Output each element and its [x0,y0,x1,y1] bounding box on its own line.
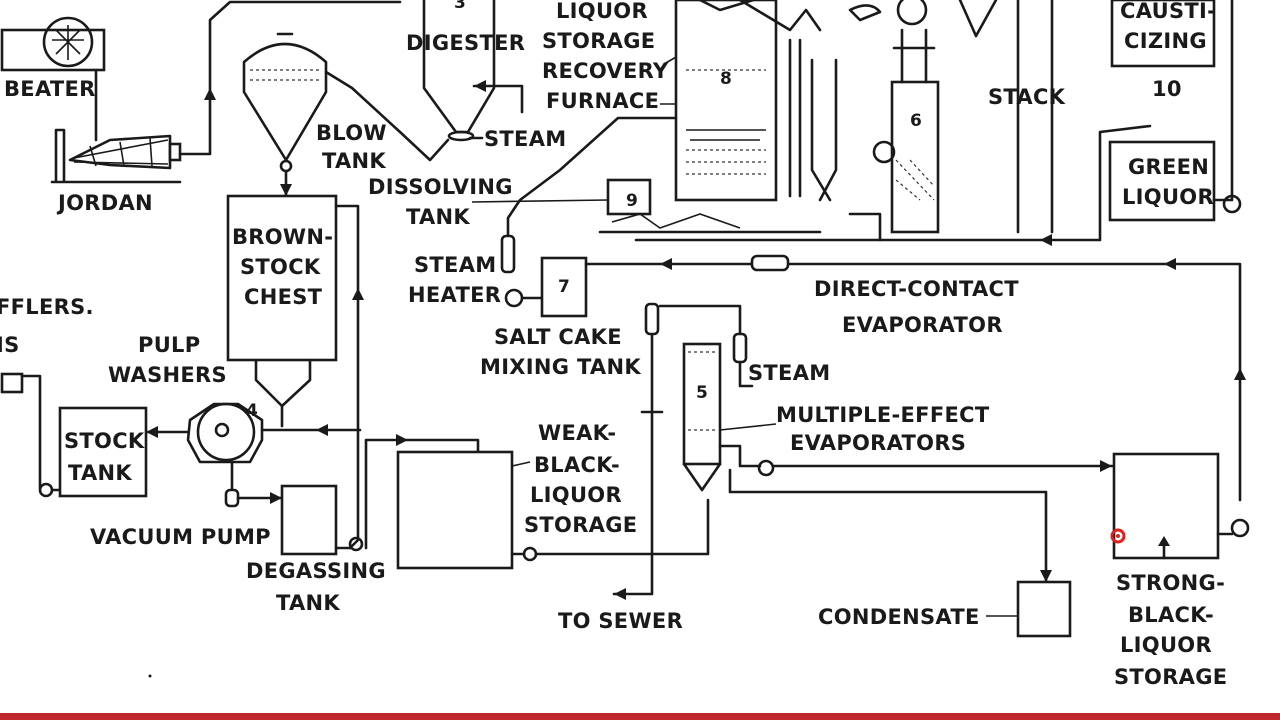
beater-label: BEATER [4,77,96,101]
pipe-to-sewer [612,328,654,596]
pipe-furnace-heater [506,116,678,238]
recovery-furnace-label-1: RECOVERY [542,59,669,83]
weak-black-liquor-storage [396,450,514,570]
green-liquor-label-1: GREEN [1128,155,1209,179]
pointer-marker [1110,528,1126,544]
salt-cake-label-2: MIXING TANK [480,355,641,379]
number-5: 5 [696,383,708,403]
steam-heater: STEAM HEATER [408,234,524,308]
digester-label: DIGESTER [406,31,525,55]
strong-liquor-label-3: LIQUOR [1120,633,1212,657]
direct-contact-label-2: EVAPORATOR [842,313,1003,337]
steam-digester-label: STEAM [484,127,566,151]
pipe-to-weak-storage [364,438,480,550]
pipe-to-condensate [728,468,1048,584]
evaporator-5-body [682,342,722,466]
direct-contact-evaporator: 6 [872,28,940,234]
pulp-washers-label-2: WASHERS [108,363,227,387]
number-6: 6 [910,111,922,131]
causticizing-number: 10 [1152,77,1182,101]
strong-liquor-label-2: BLACK- [1128,603,1214,627]
stock-tank-label-1: STOCK [64,429,145,453]
steam-heater-label-2: HEATER [408,283,501,307]
dissolving-tank-label-1: DISSOLVING [368,175,513,199]
brown-stock-label-1: BROWN- [232,225,333,249]
strong-liquor-label-4: STORAGE [1114,665,1227,689]
beater-body [0,28,106,72]
pipe-chest-washer [254,358,312,408]
strong-liquor-label-1: STRONG- [1116,571,1225,595]
salt-cake-label-1: SALT CAKE [494,325,622,349]
steam-heater-label-1: STEAM [414,253,496,277]
blow-tank: BLOW TANK [242,32,387,173]
direct-contact-label-1: DIRECT-CONTACT [814,277,1019,301]
recovery-furnace-label-2: FURNACE [546,89,659,113]
blow-tank-label-1: BLOW [316,121,387,145]
causticizing-label-2: CIZING [1124,29,1207,53]
brown-stock-label-3: CHEST [244,285,323,309]
pipe-strong-liquor-return [584,262,1242,502]
green-liquor-box [1108,140,1216,222]
weak-liquor-label-1: WEAK- [538,421,616,445]
number-3: 3 [454,0,466,13]
dissolving-tank-unit: 9 [598,178,822,234]
brown-stock-label-2: STOCK [240,255,321,279]
pulp-washers-label-1: PULP [138,333,200,357]
liquor-storage-label-2: STORAGE [542,29,655,53]
pipe-weak-evaporator [510,498,710,556]
stock-tank-label-2: TANK [68,461,132,485]
jordan-label: JORDAN [56,191,153,215]
beater-roll [42,16,94,68]
multiple-effect-evaporator: 5 [658,304,748,492]
bottom-red-bar [0,713,1280,720]
pipe-digester-blowtank [324,70,450,162]
weak-liquor-label-4: STORAGE [524,513,637,537]
stack [1016,0,1054,234]
fflers-label: FFLERS. [0,295,94,319]
number-7: 7 [558,277,570,297]
condensate-label: CONDENSATE [818,605,980,629]
number-9: 9 [626,191,638,211]
weak-liquor-label-3: LIQUOR [530,483,622,507]
brown-stock-chest [226,194,338,362]
digester: 3 DIGESTER [406,0,525,142]
is-label: IS [0,333,20,357]
pipe-jordan-digester [178,0,402,156]
beater-unit: BEATER [0,16,106,101]
causticizing-label-1: CAUSTI- [1120,0,1216,23]
multiple-effect-label-1: MULTIPLE-EFFECT [776,403,990,427]
stack-label: STACK [988,85,1066,109]
jordan-unit: JORDAN [50,128,182,215]
weak-liquor-label-2: BLACK- [534,453,620,477]
salt-cake-mixing-tank: 7 SALT CAKE MIXING TANK [480,256,641,379]
furnace-shell [674,0,778,202]
to-sewer-label: TO SEWER [558,609,683,633]
number-8: 8 [720,69,732,89]
recovery-furnace: 8 [674,0,838,202]
steam-evaporator-label: STEAM [748,361,830,385]
degassing-tank [280,484,338,556]
degassing-tank-label-2: TANK [276,591,340,615]
pipe-evap-green [634,124,1152,242]
green-liquor-label-2: LIQUOR [1122,185,1214,209]
flow-arrow [204,88,216,100]
condensate-tank [1016,580,1072,638]
liquor-storage-label-1: LIQUOR [556,0,648,23]
multiple-effect-label-2: EVAPORATORS [790,431,966,455]
stock-tank [58,406,148,498]
blow-tank-label-2: TANK [322,149,386,173]
vacuum-pump-label: VACUUM PUMP [90,525,271,549]
vacuum-pump [224,488,240,508]
causticizing-box [1110,0,1216,68]
degassing-tank-label-1: DEGASSING [246,559,386,583]
number-4: 4 [246,401,258,421]
evaporator-6-body [890,80,940,234]
dissolving-tank-label-2: TANK [406,205,470,229]
pulp-washer: 4 [186,401,264,464]
salt-cake-box [540,256,588,318]
pipe-degassing-chest [334,204,360,550]
steam-line-digester [472,84,524,114]
